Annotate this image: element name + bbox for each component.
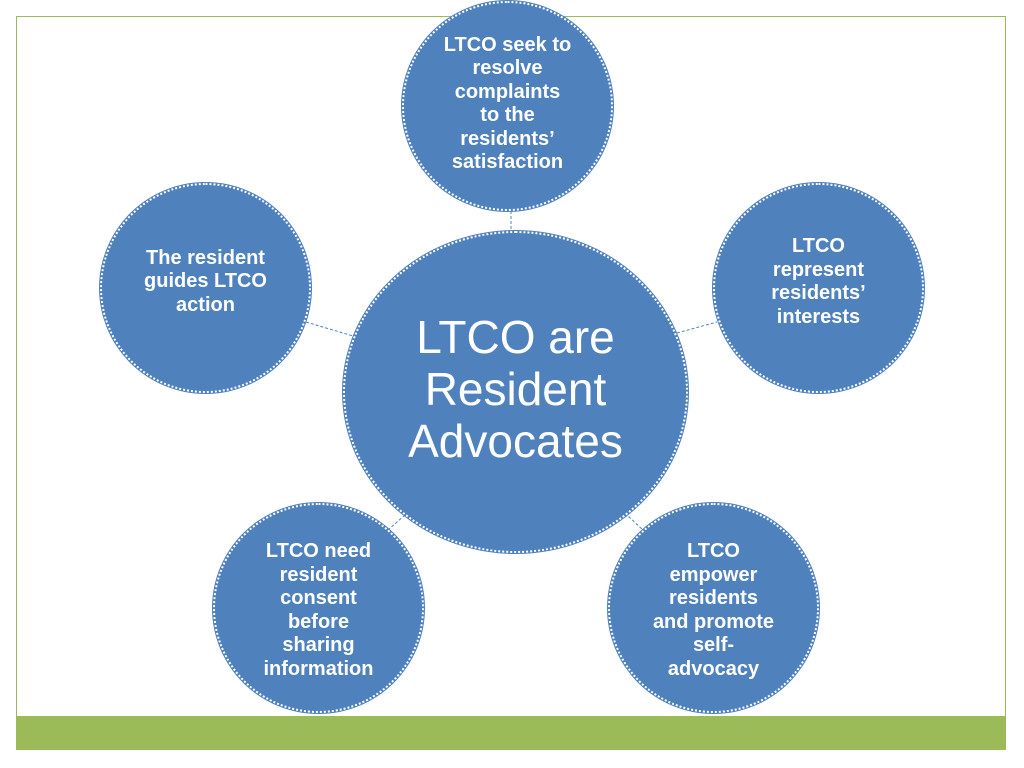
node-resolve-complaints-label: LTCO seek to resolve complaints to the r… — [443, 33, 572, 174]
center-node: LTCO are Resident Advocates — [343, 231, 688, 553]
node-empower-residents-label: LTCO empower residents and promote self-… — [652, 540, 775, 680]
node-resolve-complaints: LTCO seek to resolve complaints to the r… — [402, 1, 613, 211]
bottom-accent-band — [17, 716, 1005, 749]
node-represent-interests: LTCO represent residents’ interests — [713, 183, 924, 393]
connector-right — [676, 321, 718, 334]
node-resident-consent-label: LTCO need resident consent before sharin… — [263, 540, 374, 680]
connector-left — [305, 321, 354, 337]
node-resident-guides-label: The resident guides LTCO action — [144, 246, 267, 316]
connector-bottom-right — [624, 512, 646, 533]
center-node-label: LTCO are Resident Advocates — [408, 311, 623, 467]
connector-bottom-left — [387, 514, 406, 531]
node-empower-residents: LTCO empower residents and promote self-… — [608, 503, 819, 713]
node-represent-interests-label: LTCO represent residents’ interests — [771, 235, 866, 328]
node-resident-guides: The resident guides LTCO action — [100, 183, 311, 393]
node-resident-consent: LTCO need resident consent before sharin… — [213, 503, 424, 713]
